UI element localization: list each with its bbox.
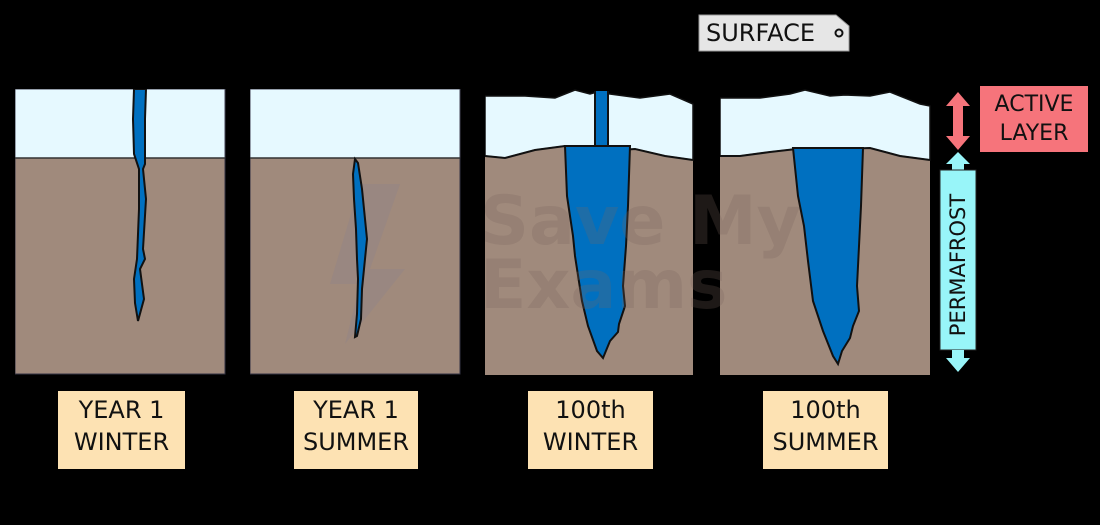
active-layer-arrow-icon bbox=[946, 92, 970, 150]
tag-shape-icon bbox=[698, 14, 850, 52]
label-100th-winter: 100th WINTER bbox=[528, 391, 653, 469]
surface-label: SURFACE bbox=[706, 19, 815, 47]
active-layer-label: ACTIVE LAYER bbox=[980, 86, 1088, 152]
label-year1-winter: YEAR 1 WINTER bbox=[58, 391, 185, 469]
layer-arrows bbox=[936, 88, 982, 382]
panel-year1-summer bbox=[250, 89, 462, 375]
panel-100th-summer bbox=[720, 86, 934, 376]
permafrost-arrow-icon bbox=[939, 152, 977, 372]
label-year1-summer: YEAR 1 SUMMER bbox=[294, 391, 418, 469]
label-100th-summer: 100th SUMMER bbox=[763, 391, 888, 469]
surface-tag: SURFACE bbox=[698, 14, 850, 52]
panel-100th-winter bbox=[485, 86, 699, 376]
panel-year1-winter bbox=[15, 89, 227, 375]
permafrost-label: PERMAFROST bbox=[946, 193, 970, 337]
